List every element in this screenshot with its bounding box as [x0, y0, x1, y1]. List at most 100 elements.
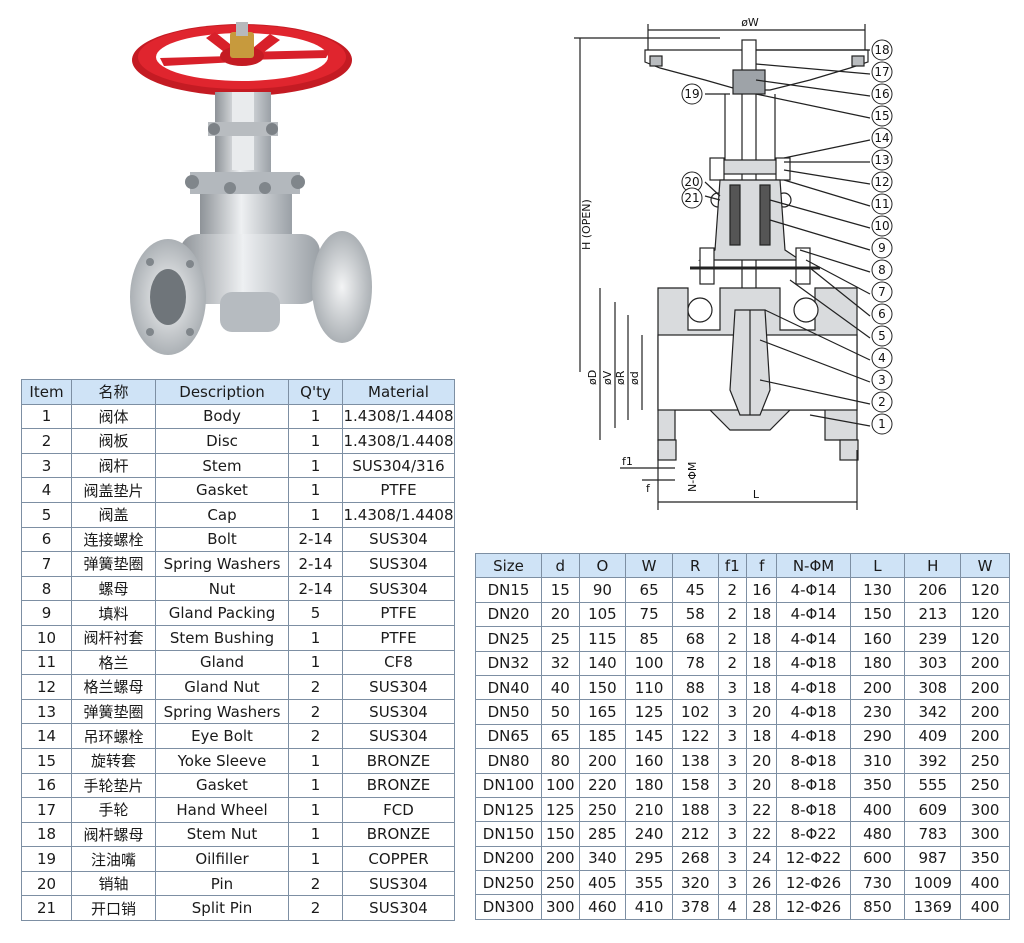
size-cell: 100: [625, 650, 673, 676]
callout-11: 11: [874, 197, 889, 211]
size-cell: 185: [578, 723, 627, 750]
callout-13: 13: [874, 153, 889, 167]
cell-material: FCD: [342, 797, 455, 823]
cell-description: Gland: [155, 649, 289, 676]
size-cell: 65: [540, 723, 580, 750]
size-cell: 300: [540, 894, 580, 920]
callout-10: 10: [874, 219, 889, 233]
size-cell: 20: [746, 748, 778, 774]
size-cell: DN100: [475, 772, 542, 798]
size-col-1: d: [540, 552, 580, 579]
size-cell: 120: [960, 601, 1010, 628]
size-cell: 250: [960, 748, 1010, 774]
size-cell: 150: [849, 601, 906, 628]
cell-description: Gland Nut: [155, 674, 289, 700]
size-cell: 165: [578, 699, 627, 725]
size-cell: 80: [540, 748, 580, 774]
cell-qty: 2-14: [288, 551, 343, 577]
callout-20: 20: [684, 175, 699, 189]
cell-qty: 1: [288, 649, 343, 676]
dim-label-dd: ød: [628, 371, 641, 385]
size-cell: 8-Φ18: [776, 772, 851, 798]
cell-name-cn: 弹簧垫圈: [71, 698, 156, 725]
cell-item: 12: [21, 674, 72, 700]
size-cell: 1009: [904, 870, 962, 896]
size-cell: 285: [578, 821, 627, 847]
size-cell: 20: [540, 601, 580, 628]
cell-item: 6: [21, 526, 72, 553]
cell-description: Hand Wheel: [155, 797, 289, 823]
size-cell: 158: [671, 772, 719, 798]
cell-qty: 2: [288, 698, 343, 725]
size-cell: 100: [540, 772, 580, 798]
size-col-8: L: [849, 552, 906, 579]
size-cell: 180: [849, 650, 906, 676]
callout-1: 1: [878, 417, 886, 431]
size-cell: DN65: [475, 723, 542, 750]
size-cell: 50: [540, 699, 580, 725]
size-cell: 180: [625, 772, 673, 798]
size-cell: 3: [717, 723, 748, 750]
valve-section-drawing: 18 17 16 15 14 13 12 11 10 9 8 7 6 5 4 3…: [574, 16, 893, 510]
size-cell: 3: [717, 821, 748, 847]
cell-item: 5: [21, 501, 72, 528]
size-cell: 290: [849, 723, 906, 750]
size-cell: 18: [746, 674, 778, 701]
size-col-7: N-ΦM: [776, 552, 851, 579]
size-cell: 350: [849, 772, 906, 798]
callout-5: 5: [878, 329, 886, 343]
size-cell: 2: [717, 577, 748, 603]
cell-material: SUS304: [342, 870, 455, 897]
size-cell: 75: [625, 601, 673, 628]
size-cell: 4-Φ14: [776, 577, 851, 603]
cell-item: 1: [21, 403, 72, 430]
size-cell: 4-Φ14: [776, 601, 851, 628]
cell-description: Bolt: [155, 526, 289, 553]
bonnet-graphic: [185, 172, 305, 234]
cell-qty: 1: [288, 624, 343, 651]
size-cell: 18: [746, 723, 778, 750]
size-cell: 4-Φ14: [776, 626, 851, 652]
size-cell: 102: [671, 699, 719, 725]
size-cell: 122: [671, 723, 719, 750]
cell-material: SUS304/316: [342, 452, 455, 479]
size-cell: 355: [625, 870, 673, 896]
size-cell: 340: [578, 845, 627, 872]
cell-material: BRONZE: [342, 772, 455, 799]
callout-15: 15: [874, 109, 889, 123]
cell-name-cn: 螺母: [71, 575, 156, 602]
cell-description: Disc: [155, 428, 289, 454]
cell-material: SUS304: [342, 526, 455, 553]
size-cell: 239: [904, 626, 962, 652]
size-cell: DN15: [475, 577, 542, 603]
size-cell: 310: [849, 748, 906, 774]
size-cell: 125: [625, 699, 673, 725]
size-cell: 65: [625, 577, 673, 603]
cell-material: PTFE: [342, 477, 455, 503]
cell-qty: 1: [288, 501, 343, 528]
dim-label-f1: f1: [622, 455, 633, 468]
cell-qty: 5: [288, 600, 343, 626]
size-col-10: W: [960, 552, 1010, 579]
cell-description: Gasket: [155, 772, 289, 799]
size-cell: 45: [671, 577, 719, 603]
size-cell: 20: [746, 772, 778, 798]
size-cell: 4-Φ18: [776, 674, 851, 701]
yoke-graphic: [208, 92, 278, 172]
size-cell: 987: [904, 845, 962, 872]
size-cell: 115: [578, 626, 627, 652]
cell-description: Split Pin: [155, 895, 289, 922]
cell-name-cn: 手轮: [71, 797, 156, 823]
size-cell: 18: [746, 650, 778, 676]
cell-item: 18: [21, 821, 72, 848]
size-cell: 28: [746, 894, 778, 920]
cell-qty: 1: [288, 747, 343, 774]
col-material: Material: [342, 379, 455, 405]
size-cell: 120: [960, 626, 1010, 652]
cell-name-cn: 阀盖垫片: [71, 477, 156, 503]
